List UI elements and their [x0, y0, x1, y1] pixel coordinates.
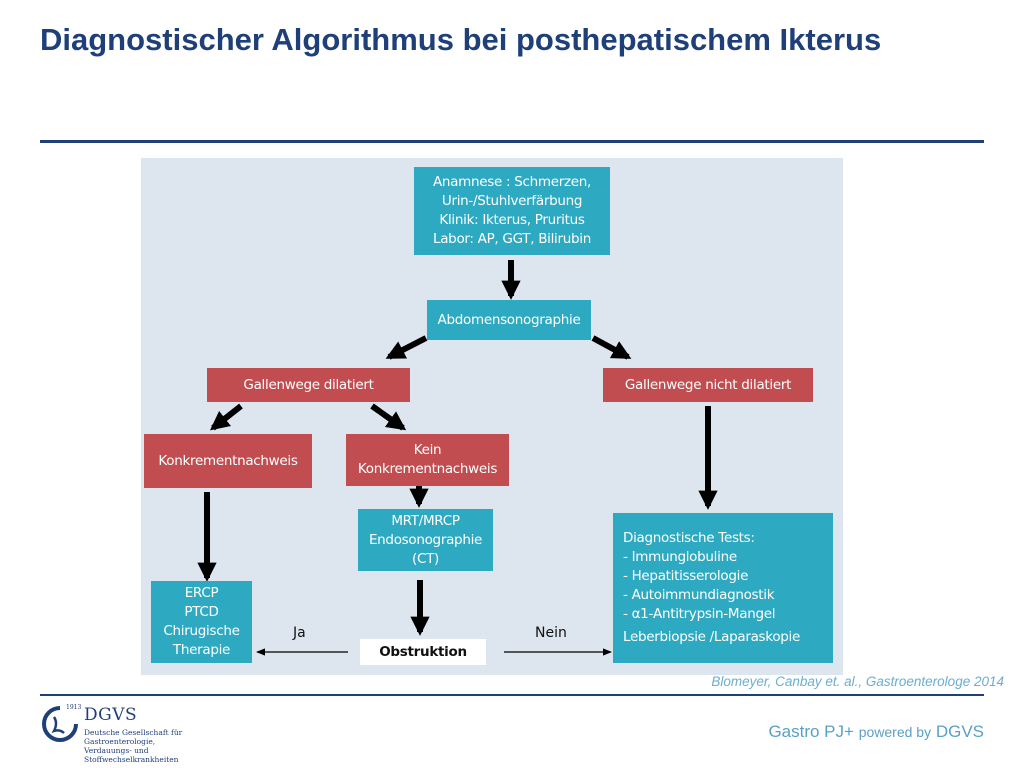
node-mrt-mrcp: MRT/MRCP Endosonographie (CT) [358, 509, 493, 571]
dgvs-logo: 1913 DGVS Deutsche Gesellschaft für Gast… [40, 703, 210, 765]
footer-org: DGVS [935, 722, 984, 741]
arrow-abdomen-nicht-dilatiert [591, 335, 632, 360]
node-obstruktion: Obstruktion [360, 639, 486, 665]
edge-label-nein: Nein [535, 625, 567, 641]
node-gallenwege-nicht-dilatiert: Gallenwege nicht dilatiert [603, 368, 813, 402]
dgvs-emblem-icon [42, 705, 79, 742]
node-anamnese: Anamnese : Schmerzen, Urin-/Stuhlverfärb… [414, 167, 610, 255]
logo-name: DGVS [84, 705, 138, 725]
logo-subtitle: Deutsche Gesellschaft für Gastroenterolo… [84, 728, 183, 764]
footer-branding: Gastro PJ+ powered by DGVS [768, 722, 984, 742]
slide-title: Diagnostischer Algorithmus bei posthepat… [40, 22, 882, 57]
node-diagnostische-tests: Diagnostische Tests: - Immunglobuline - … [613, 513, 833, 663]
flowchart-panel: Anamnese : Schmerzen, Urin-/Stuhlverfärb… [141, 158, 843, 675]
node-kein-konkrementnachweis: Kein Konkrementnachweis [346, 434, 509, 486]
arrow-abdomen-dilatiert [385, 335, 428, 360]
node-gallenwege-dilatiert: Gallenwege dilatiert [207, 368, 410, 402]
arrow-dilatiert-kein [370, 403, 407, 431]
logo-year: 1913 [66, 704, 82, 711]
node-abdomensonographie: Abdomensonographie [427, 300, 591, 340]
edge-label-ja: Ja [293, 625, 306, 641]
title-divider [40, 140, 984, 143]
node-ercp-therapie: ERCP PTCD Chirugische Therapie [151, 581, 252, 663]
arrow-dilatiert-konkrement [209, 403, 243, 431]
footer-divider [40, 694, 984, 696]
citation: Blomeyer, Canbay et. al., Gastroenterolo… [711, 674, 1004, 689]
footer-powered-by: powered by [858, 724, 932, 740]
flowchart-arrows [197, 260, 718, 656]
node-konkrementnachweis: Konkrementnachweis [144, 434, 312, 488]
footer-brand: Gastro PJ+ [768, 722, 854, 741]
